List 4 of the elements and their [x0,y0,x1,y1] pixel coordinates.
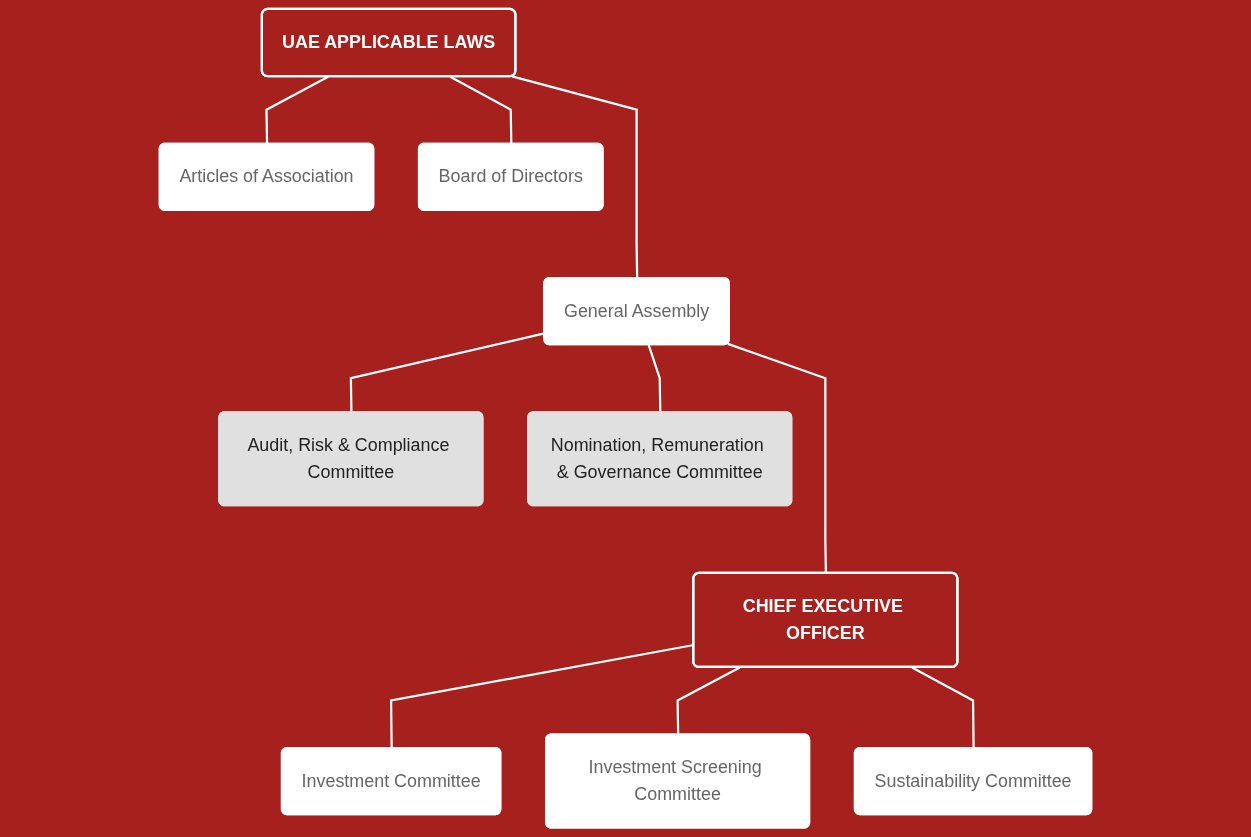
connector [511,75,639,279]
connector [676,666,741,735]
connector [911,666,975,749]
connector [647,344,662,413]
